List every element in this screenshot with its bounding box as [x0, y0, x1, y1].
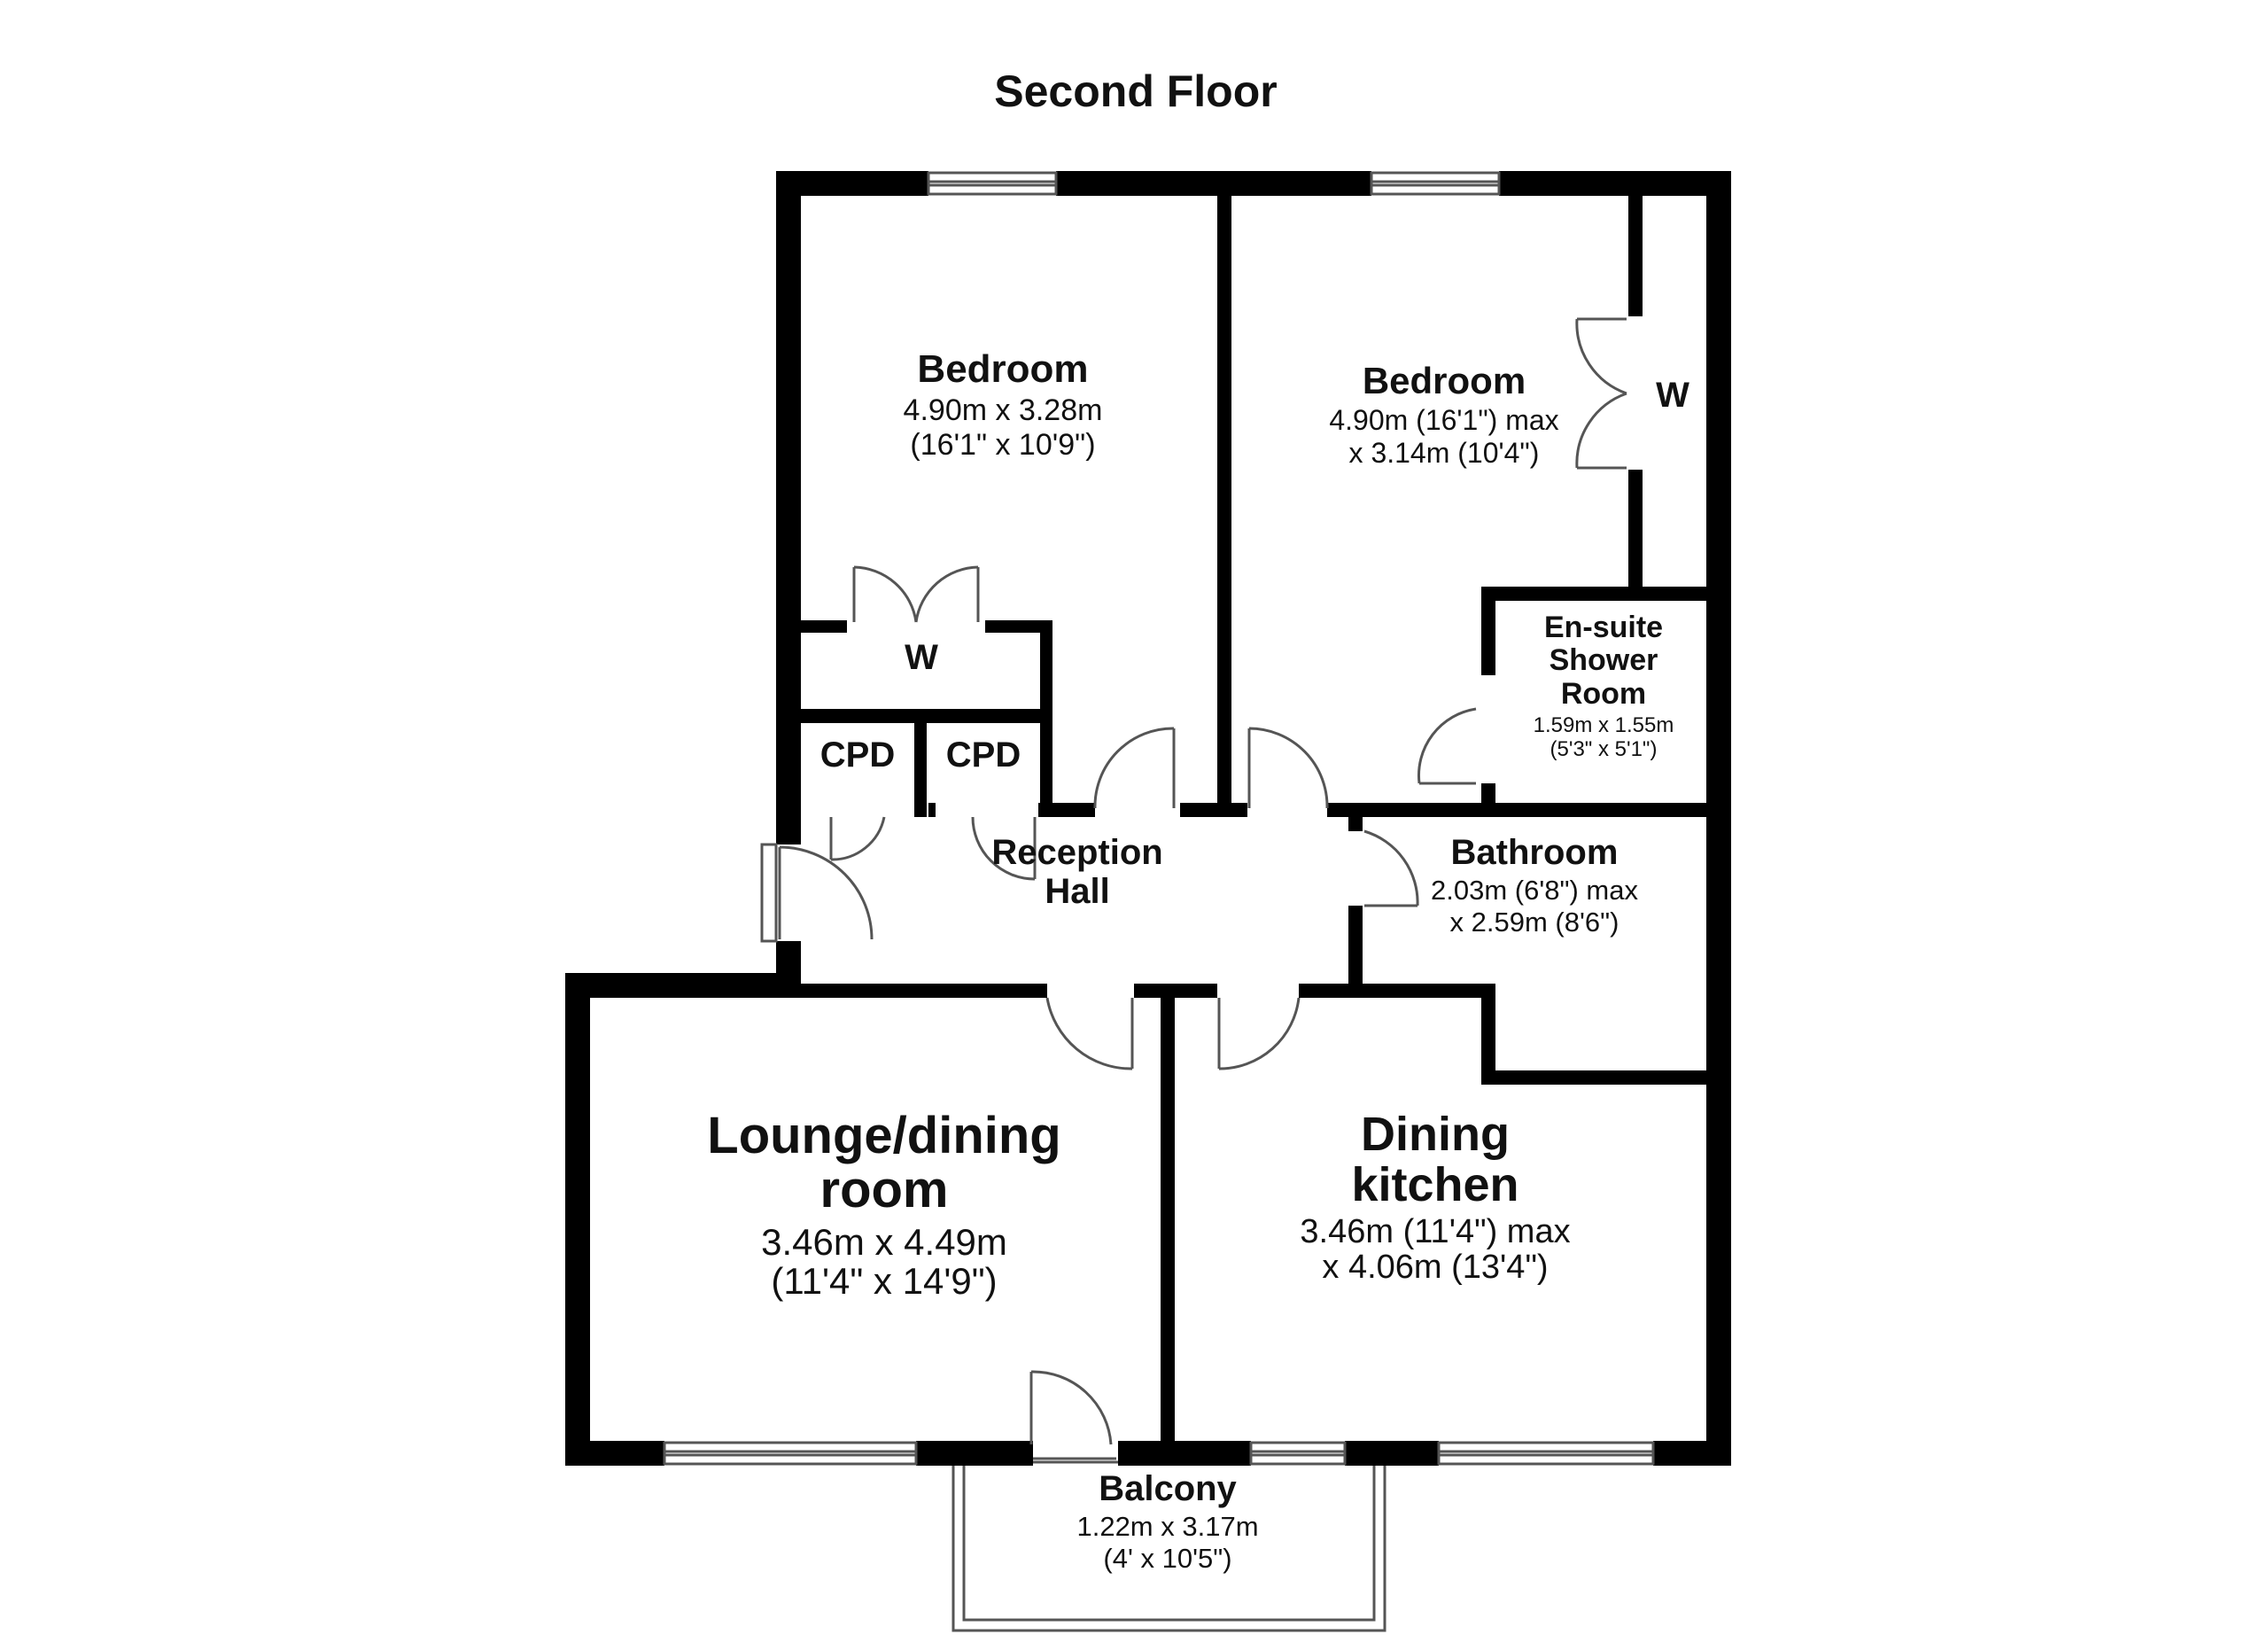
room-name: Bathroom	[1450, 833, 1619, 872]
room-name-line1: En-suite	[1543, 611, 1664, 644]
room-name-line2: kitchen	[1351, 1157, 1519, 1211]
room-label-bedroom1: Bedroom 4.90m x 3.28m (16'1" x 10'9")	[904, 347, 1103, 463]
room-dimensions-2: x 4.06m (13'4")	[1322, 1249, 1549, 1287]
room-name: Balcony	[1099, 1469, 1237, 1508]
floor-title: Second Floor	[994, 66, 1278, 116]
room-dimensions: 3.46m (11'4") max	[1300, 1213, 1571, 1251]
wardrobe-label-1: W	[905, 638, 938, 677]
door-lounge	[1045, 997, 1134, 1070]
room-name-line1: Dining	[1361, 1108, 1510, 1161]
window-bedroom1	[927, 171, 1058, 196]
room-label-balcony: Balcony 1.22m x 3.17m (4' x 10'5")	[1076, 1469, 1258, 1575]
door-wardrobe2	[1575, 317, 1627, 470]
walls	[565, 171, 1731, 1466]
door-cpd2	[971, 816, 1037, 881]
room-dimensions-imperial: (11'4" x 14'9")	[771, 1259, 998, 1302]
room-name-line1: Lounge/dining	[707, 1107, 1061, 1164]
room-name: Bedroom	[917, 347, 1089, 391]
room-name: Bedroom	[1362, 360, 1526, 401]
room-dimensions: 1.22m x 3.17m	[1076, 1511, 1259, 1542]
room-dimensions-imperial: (5'3" x 5'1")	[1550, 736, 1658, 761]
window-kitchen-2	[1437, 1441, 1655, 1466]
room-name-line3: Room	[1560, 676, 1647, 711]
room-dimensions-2: x 2.59m (8'6")	[1449, 907, 1619, 938]
windows	[663, 171, 1655, 1466]
room-dimensions: 4.90m (16'1") max	[1329, 404, 1559, 436]
room-dimensions-imperial: (4' x 10'5")	[1103, 1543, 1232, 1574]
room-dimensions: 2.03m (6'8") max	[1431, 875, 1638, 906]
room-name-line2: room	[819, 1160, 949, 1218]
room-name-line2: Hall	[1045, 872, 1110, 911]
window-lounge	[663, 1441, 918, 1466]
door-balcony	[1029, 1370, 1116, 1460]
room-name-line2: Shower	[1549, 643, 1658, 678]
door-ensuite	[1418, 707, 1477, 785]
room-label-bedroom2: Bedroom 4.90m (16'1") max x 3.14m (10'4"…	[1329, 360, 1558, 470]
room-dimensions-imperial: (16'1" x 10'9")	[910, 428, 1096, 462]
cpd-label-2: CPD	[945, 735, 1021, 774]
room-label-ensuite: En-suite Shower Room 1.59m x 1.55m (5'3"…	[1534, 611, 1674, 761]
room-label-bathroom: Bathroom 2.03m (6'8") max x 2.59m (8'6")	[1431, 833, 1638, 938]
door-wardrobe1	[852, 565, 980, 623]
room-label-lounge: Lounge/dining room 3.46m x 4.49m (11'4" …	[707, 1109, 1060, 1301]
door-cpd1	[829, 816, 886, 861]
door-bedroom1	[1093, 727, 1176, 809]
wardrobe-label-2: W	[1656, 376, 1689, 415]
cpd-label-1: CPD	[819, 735, 896, 774]
window-kitchen-1	[1249, 1441, 1347, 1466]
room-label-reception: Reception Hall	[991, 833, 1162, 911]
room-dimensions: 3.46m x 4.49m	[761, 1220, 1007, 1263]
room-dimensions-2: x 3.14m (10'4")	[1348, 437, 1540, 469]
door-entrance	[760, 843, 874, 943]
room-label-kitchen: Dining kitchen 3.46m (11'4") max x 4.06m…	[1300, 1109, 1570, 1286]
door-bathroom	[1363, 829, 1419, 907]
doors	[760, 317, 1627, 1460]
room-name-line1: Reception	[991, 833, 1163, 872]
door-kitchen	[1217, 997, 1301, 1070]
door-bedroom2	[1247, 727, 1329, 809]
window-bedroom2	[1370, 171, 1501, 196]
room-dimensions: 4.90m x 3.28m	[903, 393, 1103, 427]
room-dimensions: 1.59m x 1.55m	[1533, 713, 1674, 738]
